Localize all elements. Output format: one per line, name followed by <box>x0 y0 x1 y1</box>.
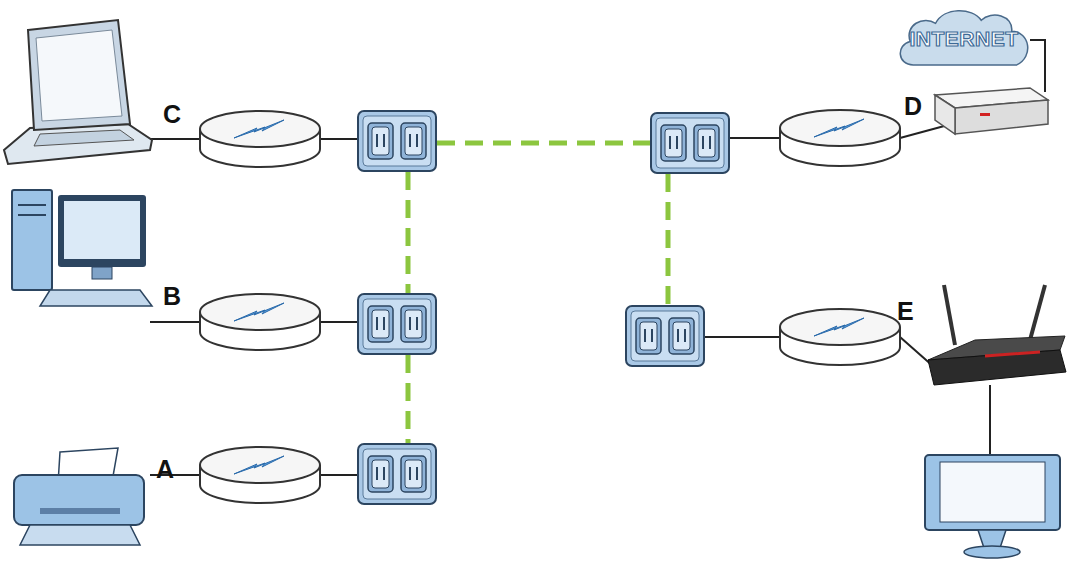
wall-socket <box>358 111 729 504</box>
callout-letter: A <box>156 455 174 484</box>
wall-socket-part <box>651 113 729 173</box>
ethernet-cable-part <box>320 138 357 140</box>
modem-icon <box>935 88 1048 134</box>
internet-cloud: INTERNET <box>893 6 1035 72</box>
ethernet-cable-part <box>150 321 200 323</box>
powerline-dashed-wire <box>408 143 668 443</box>
powerline-adapter-part <box>200 447 320 503</box>
desktop-computer-icon-part <box>40 290 152 306</box>
desktop-computer-icon-part <box>12 190 52 290</box>
laptop-icon-part <box>4 124 152 164</box>
wall-socket-part <box>626 306 704 366</box>
ethernet-cable-part <box>900 125 948 138</box>
printer-icon-part <box>20 525 140 545</box>
desktop-computer-icon-part <box>92 267 112 279</box>
laptop-icon <box>4 20 152 164</box>
powerline-adapter-part <box>780 110 900 166</box>
desktop-computer-icon-part <box>18 214 46 216</box>
ethernet-cable <box>150 40 1045 475</box>
modem-icon-part <box>935 95 955 134</box>
callout-letter: B <box>163 282 181 311</box>
laptop-icon-part <box>28 20 130 130</box>
printer-icon-part <box>40 508 120 514</box>
modem-icon-part <box>980 113 990 116</box>
desktop-computer-icon <box>12 190 152 306</box>
television-icon-part <box>964 546 1020 558</box>
powerline-dashed-wire-part <box>406 172 411 293</box>
modem-icon-part <box>955 100 1048 134</box>
ethernet-cable-part <box>1030 40 1045 92</box>
router-icon-part <box>985 352 1040 356</box>
router-icon-part <box>944 285 955 345</box>
powerline-dashed-wire-part <box>437 141 650 146</box>
ethernet-cable-part <box>320 321 357 323</box>
desktop-computer-icon-part <box>64 201 140 259</box>
powerline-adapter <box>200 110 900 503</box>
powerline-adapter-part <box>200 111 320 167</box>
callout-letter: D <box>904 92 922 121</box>
printer-icon <box>14 448 144 545</box>
ethernet-cable-part <box>150 138 200 140</box>
powerline-dashed-wire-part <box>666 174 671 305</box>
ethernet-cable-part <box>705 336 780 338</box>
wall-socket-part <box>358 111 436 171</box>
router-icon-part <box>1030 285 1045 340</box>
ethernet-cable-part <box>730 137 780 139</box>
desktop-computer-icon-part <box>58 195 146 267</box>
callout-letter: E <box>897 297 914 326</box>
television-icon-part <box>940 462 1045 522</box>
printer-icon-part <box>14 475 144 525</box>
cloud-shape <box>900 11 1027 65</box>
ethernet-cable-part <box>989 385 991 455</box>
powerline-adapter-part <box>780 309 900 365</box>
wall-socket-part <box>358 444 436 504</box>
node-label: INTERNET <box>910 27 1019 51</box>
powerline-adapter-part <box>200 294 320 350</box>
wall-socket-part <box>358 294 436 354</box>
laptop-icon-part <box>34 130 134 146</box>
desktop-computer-icon-part <box>18 204 46 206</box>
television-icon-part <box>925 455 1060 530</box>
callout-letter: C <box>163 100 181 129</box>
ethernet-cable-part <box>320 474 357 476</box>
powerline-dashed-wire-part <box>406 355 411 443</box>
television-icon <box>925 455 1060 558</box>
router-icon <box>928 285 1066 385</box>
laptop-icon-part <box>36 30 122 121</box>
router-icon-part <box>928 350 1066 385</box>
